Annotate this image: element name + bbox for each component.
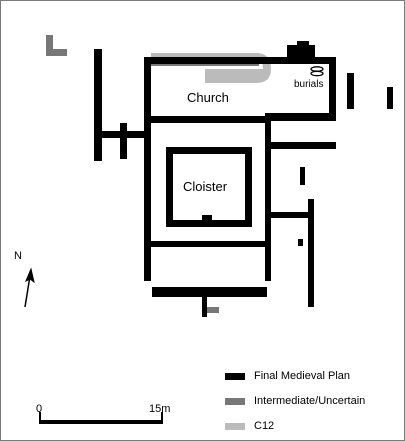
legend-swatch-final xyxy=(225,373,245,380)
north-arrow-icon xyxy=(24,267,35,308)
church-label: Church xyxy=(187,90,229,105)
north-label: N xyxy=(14,250,22,262)
scale-end-label: 15m xyxy=(149,403,171,415)
burials-icon xyxy=(310,66,324,77)
scale-bar xyxy=(39,412,163,424)
scale-start-label: 0 xyxy=(36,403,43,415)
cloister-label: Cloister xyxy=(183,179,228,194)
intermediate-l-mark xyxy=(46,35,67,56)
final-medieval-walls xyxy=(94,41,393,317)
legend-label-final: Final Medieval Plan xyxy=(254,370,350,382)
legend-label-intermediate: Intermediate/Uncertain xyxy=(254,395,366,407)
legend-swatch-c12 xyxy=(225,423,245,430)
legend-label-c12: C12 xyxy=(254,420,275,432)
c12-walls xyxy=(151,53,271,83)
burials-label: burials xyxy=(294,79,324,90)
legend-swatch-intermediate xyxy=(225,398,245,405)
